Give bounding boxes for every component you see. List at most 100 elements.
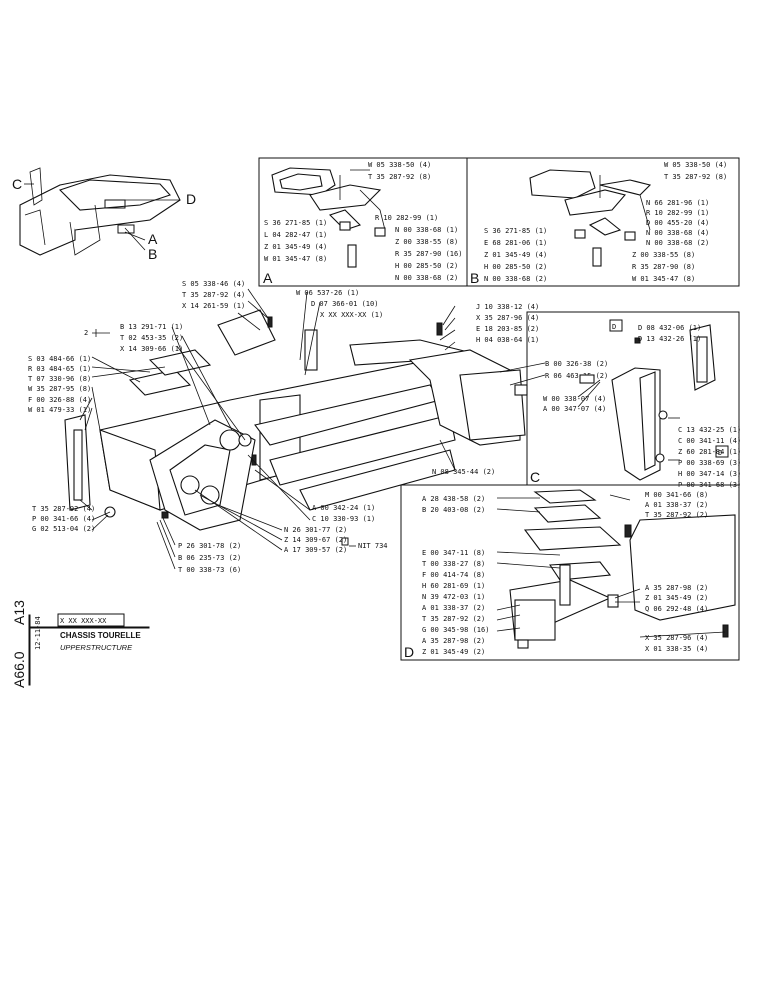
inset-d-label: A 35 287-98 (2) (645, 584, 708, 592)
inset-c-label: Z 60 281-84 (1) (678, 448, 741, 456)
inset-b-label: S 36 271-85 (1) (484, 227, 547, 235)
inset-a-label: L 04 282-47 (1) (264, 231, 327, 239)
main-label: C 10 330-93 (1) (312, 515, 375, 523)
main-label: W 06 537-26 (1) (296, 289, 359, 297)
main-label: X 14 261-59 (1) (182, 302, 245, 310)
nit-note: NIT 734 (358, 542, 388, 550)
inset-a-label: W 05 338-50 (4) (368, 161, 431, 169)
inset-d-label: F 00 414-74 (8) (422, 571, 485, 579)
inset-d-label: T 00 338-27 (8) (422, 560, 485, 568)
main-label: T 00 338-73 (6) (178, 566, 241, 574)
inset-b-label: Z 01 345-49 (4) (484, 251, 547, 259)
main-label: W 01 479-33 (1) (28, 406, 91, 414)
main-label: X XX XXX-XX (1) (320, 311, 383, 319)
inset-b-label: N 66 281-96 (1) (646, 199, 709, 207)
inset-d-label: G 00 345-98 (16) (422, 626, 489, 634)
main-label: B 06 235-73 (2) (178, 554, 241, 562)
inset-b-letter: B (470, 270, 479, 286)
inset-b-label: D 00 455-20 (4) (646, 219, 709, 227)
inset-a: W 05 338-50 (4) T 35 287-92 (8) S 36 271… (258, 157, 468, 287)
main-label: Z 14 309-67 (2) (284, 536, 347, 544)
main-label: X 35 287-96 (4) (476, 314, 539, 322)
inset-d-label: X 01 338-35 (4) (645, 645, 708, 653)
inset-a-label: T 35 287-92 (8) (368, 173, 431, 181)
inset-a-label: H 00 285-50 (2) (395, 262, 458, 270)
main-label: T 02 453-35 (2) (120, 334, 183, 342)
inset-b-label: R 10 282-99 (1) (646, 209, 709, 217)
inset-b-label: H 00 285-50 (2) (484, 263, 547, 271)
inset-d-label: Z 01 345-49 (2) (645, 594, 708, 602)
overview-letter-b: B (148, 246, 157, 262)
main-label: A 00 342-24 (1) (312, 504, 375, 512)
inset-c-label: D 13 432-26 (1) (638, 335, 701, 343)
inset-c-label: P 00 338-69 (3) (678, 459, 741, 467)
inset-c-tag-box (609, 319, 623, 332)
main-label: F 00 326-88 (4) (28, 396, 91, 404)
main-label: P 26 301-78 (2) (178, 542, 241, 550)
main-label: X 14 309-66 (1) (120, 345, 183, 353)
inset-c-tag: D (612, 323, 616, 331)
inset-d-label: A 35 287-98 (2) (422, 637, 485, 645)
main-label: B 13 291-71 (1) (120, 323, 183, 331)
inset-c-label: C 13 432-25 (1) (678, 426, 741, 434)
main-label: P 00 341-66 (4) (32, 515, 95, 523)
main-label: B 00 326-38 (2) (545, 360, 608, 368)
main-label: D 07 366-01 (10) (311, 300, 378, 308)
inset-b-label: Z 00 338-55 (8) (632, 251, 695, 259)
main-label: S 03 484-66 (1) (28, 355, 91, 363)
overview-letter-c: C (12, 176, 22, 192)
inset-d-label: X 35 287-96 (4) (645, 634, 708, 642)
inset-b-label: N 00 338-68 (4) (646, 229, 709, 237)
overview-letter-a: A (148, 231, 158, 247)
inset-a-label: N 00 338-68 (1) (395, 226, 458, 234)
inset-d-label: B 20 403-08 (2) (422, 506, 485, 514)
inset-a-label: S 36 271-85 (1) (264, 219, 327, 227)
inset-a-label: R 10 282-99 (1) (375, 214, 438, 222)
sheet-ref-left: A13 (11, 600, 27, 625)
inset-a-label: Z 01 345-49 (4) (264, 243, 327, 251)
inset-a-label: Z 00 338-55 (8) (395, 238, 458, 246)
main-label: S 05 338-46 (4) (182, 280, 245, 288)
inset-d: A 28 438-58 (2) B 20 403-08 (2) M 00 341… (400, 484, 740, 661)
inset-a-letter: A (263, 270, 273, 286)
inset-c-tag-box (715, 445, 729, 458)
inset-c-label: D 08 432-06 (1) (638, 324, 701, 332)
bracket-note: 2 (84, 329, 88, 337)
inset-d-label: T 35 287-92 (2) (645, 511, 708, 519)
inset-a-label: N 00 338-68 (2) (395, 274, 458, 282)
main-label: R 03 484-65 (1) (28, 365, 91, 373)
inset-b-label: N 00 338-68 (2) (646, 239, 709, 247)
inset-c-label: W 00 338-07 (4) (543, 395, 606, 403)
inset-d-label: A 28 438-58 (2) (422, 495, 485, 503)
inset-d-label: M 00 341-66 (8) (645, 491, 708, 499)
inset-c-label: H 00 347-14 (3) (678, 470, 741, 478)
main-label: R 06 463-15 (2) (545, 372, 608, 380)
inset-d-label: A 01 338-37 (2) (422, 604, 485, 612)
title-block: A13 A66.0 12-11-84 X XX XXX-XX CHASSIS T… (11, 600, 150, 688)
inset-a-label: R 35 287-90 (16) (395, 250, 462, 258)
inset-c-tag: D (718, 449, 722, 457)
inset-b-label: R 35 287-90 (8) (632, 263, 695, 271)
inset-d-label: N 39 472-03 (1) (422, 593, 485, 601)
main-label: T 35 287-92 (4) (182, 291, 245, 299)
inset-c-letter: C (530, 469, 540, 485)
inset-b: W 05 338-50 (4) T 35 287-92 (8) N 66 281… (466, 157, 740, 287)
inset-b-label: W 05 338-50 (4) (664, 161, 727, 169)
main-label: T 07 330-96 (8) (28, 375, 91, 383)
main-label: H 04 038-64 (1) (476, 336, 539, 344)
inset-d-frame (400, 484, 740, 661)
title-fr: CHASSIS TOURELLE (60, 631, 141, 640)
main-label: A 17 309-57 (2) (284, 546, 347, 554)
main-label: T 35 287-92 (4) (32, 505, 95, 513)
sheet-ref-right: A66.0 (11, 651, 27, 688)
inset-d-label: E 00 347-11 (8) (422, 549, 485, 557)
overview-letter-d: D (186, 191, 196, 207)
inset-c-label: A 00 347-07 (4) (543, 405, 606, 413)
inset-d-label: Z 01 345-49 (2) (422, 648, 485, 656)
main-label: J 10 338-12 (4) (476, 303, 539, 311)
inset-d-label: A 01 338-37 (2) (645, 501, 708, 509)
main-label: W 35 287-95 (8) (28, 385, 91, 393)
overview-thumbnail: C D A B (12, 167, 196, 262)
inset-d-label: T 35 287-92 (2) (422, 615, 485, 623)
